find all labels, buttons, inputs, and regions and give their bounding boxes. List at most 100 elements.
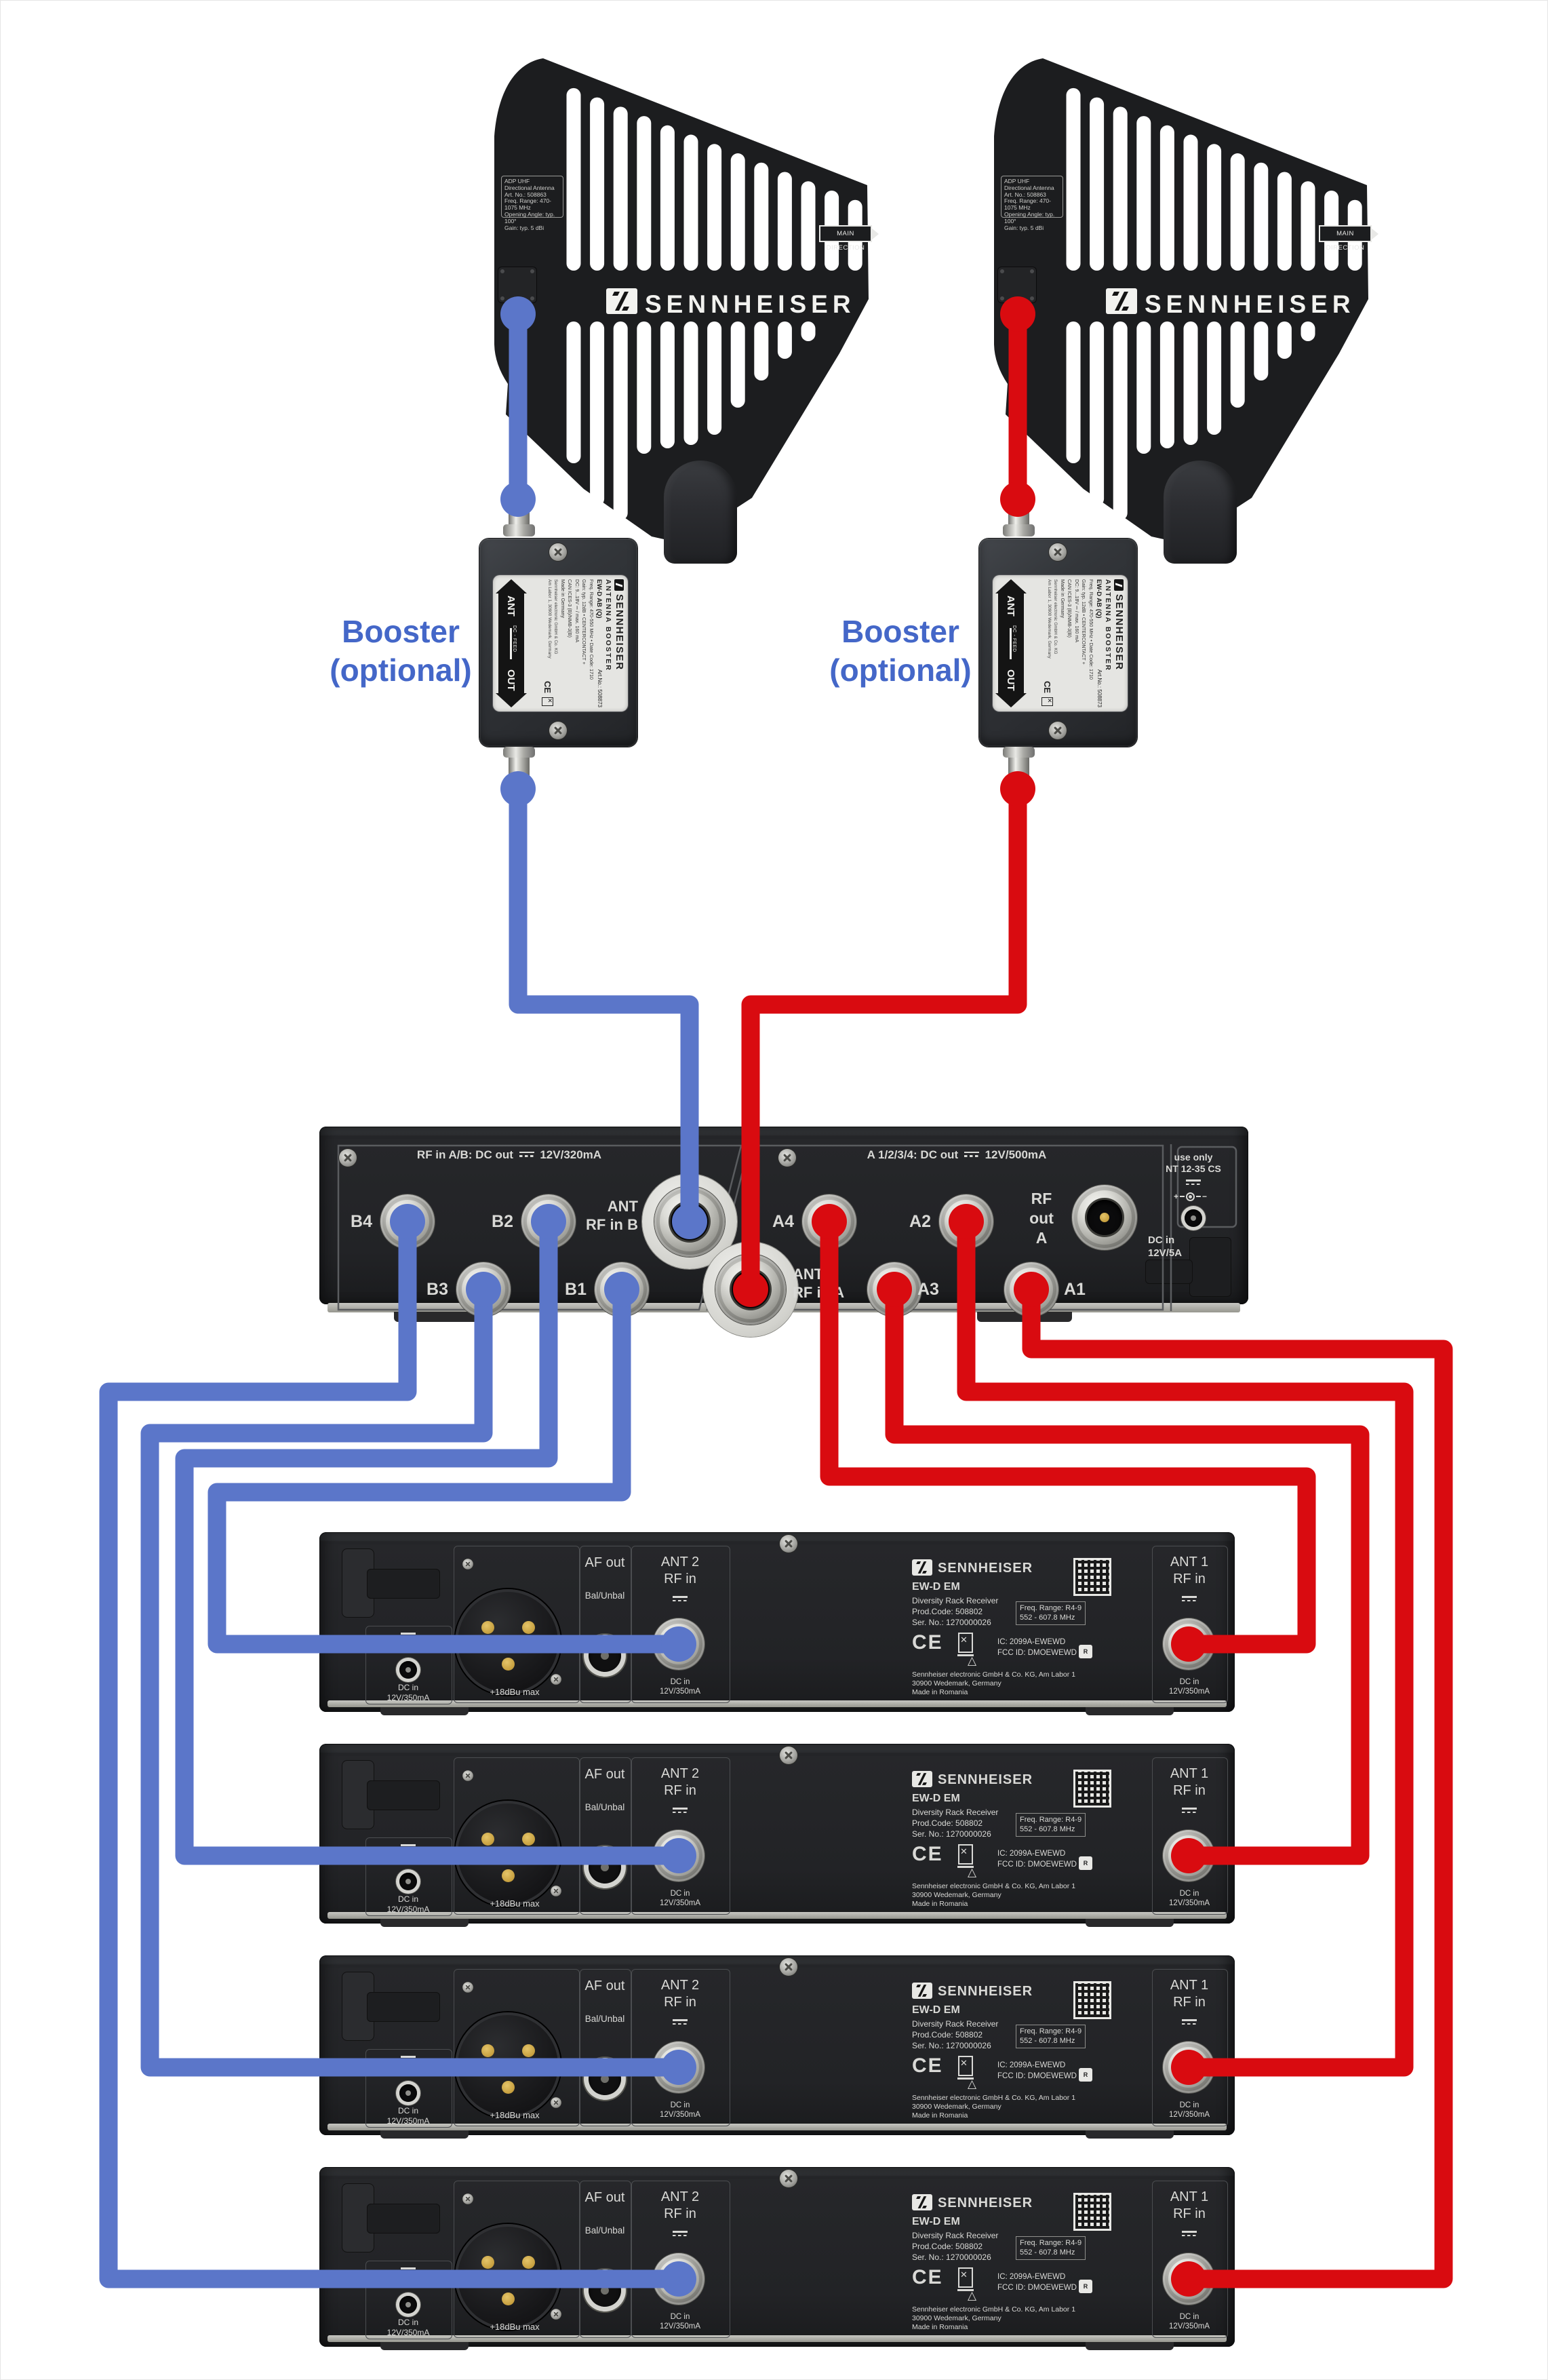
- booster-ant-flange: [503, 524, 535, 537]
- antenna-fin: [494, 58, 869, 543]
- booster-unit-2: ANT DC - FEED OUT SENNHEISER ANTENNA BOO…: [500, 1, 1547, 2379]
- xlr-pin: [522, 2256, 535, 2269]
- polarity-icon: +−: [1174, 1192, 1208, 1201]
- receiver-type: Diversity Rack Receiver: [912, 2231, 999, 2240]
- antenna-fin-shape: [494, 58, 869, 543]
- antenna-spec-line: ADP UHF: [1004, 178, 1030, 184]
- antenna-slot: [754, 162, 769, 271]
- booster-screw-icon: [549, 543, 567, 561]
- receiver-foot: [1086, 2342, 1174, 2350]
- antenna-slot: [1254, 321, 1269, 381]
- band-line: [510, 628, 512, 659]
- antenna-slot: [777, 321, 792, 359]
- antenna-slot: [566, 87, 581, 271]
- antenna-slot: [566, 321, 581, 463]
- antenna-spec-line: Opening Angle: typ. 100°: [504, 210, 555, 225]
- antenna-slot: [1183, 134, 1198, 271]
- af-out-label: AF out: [584, 2190, 625, 2205]
- antenna-spec-line: Art. No.: 508863: [1004, 191, 1046, 198]
- antenna-slot: [613, 321, 628, 520]
- receiver-screw-icon: [780, 1535, 797, 1553]
- booster-note-line1: Booster: [841, 614, 959, 649]
- weee-icon: ✕: [957, 2267, 974, 2291]
- receiver-bottom-edge: [328, 2335, 1227, 2342]
- receiver-model: EW-D EM: [912, 2004, 960, 2016]
- booster-note-line2: (optional): [829, 652, 972, 688]
- antenna-slot: [754, 321, 769, 381]
- antenna-slot: [777, 172, 792, 271]
- antenna-slot: [637, 321, 652, 454]
- booster-note: Booster (optional): [799, 612, 1002, 690]
- antenna-slot: [801, 181, 816, 271]
- antenna-spec-line: Gain: typ. 5 dBi: [1004, 224, 1044, 231]
- power-cord-bracket: [367, 2204, 440, 2233]
- antenna-slot: [801, 321, 816, 341]
- band-out-label: OUT: [1005, 669, 1016, 691]
- antenna-spec-plate: ADP UHF Directional Antenna Art. No.: 50…: [1001, 176, 1063, 231]
- antenna-slot: [1207, 144, 1222, 271]
- antenna-slot: [1277, 172, 1292, 271]
- booster-screw-icon: [549, 722, 567, 739]
- triangle-icon: △: [968, 2289, 977, 2302]
- receiver-bottom-edge: [328, 1700, 1227, 1707]
- antenna-spec-plate: ADP UHF Directional Antenna Art. No.: 50…: [501, 176, 563, 231]
- ant1-bnc: [1163, 2253, 1214, 2305]
- receiver-screw-icon: [780, 1747, 797, 1764]
- receiver-bottom-edge: [328, 2124, 1227, 2130]
- dc-symbol-icon: [1186, 1179, 1201, 1186]
- antenna-slot: [1301, 321, 1315, 341]
- antenna-slot: [1136, 116, 1151, 271]
- dc-symbol-icon: [673, 2231, 688, 2237]
- triangle-icon: △: [968, 2077, 977, 2090]
- antenna-spec-line: Opening Angle: typ. 100°: [1004, 210, 1055, 225]
- xlr-screw-icon: [551, 2309, 561, 2320]
- antenna-brand-text: SENNHEISER: [645, 290, 856, 318]
- booster-label-plate: ANT DC - FEED OUT SENNHEISER ANTENNA BOO…: [993, 575, 1128, 711]
- antenna-mount-cylinder: [664, 461, 737, 564]
- xlr-screw-icon: [462, 2193, 473, 2204]
- sennheiser-logo-icon: [1106, 288, 1137, 314]
- antenna-slot: [1113, 321, 1128, 520]
- antenna-slot: [1254, 162, 1269, 271]
- antenna-unit-2: ADP UHF Directional Antenna Art. No.: 50…: [500, 1, 1547, 2379]
- antenna-slot: [1183, 321, 1198, 445]
- booster-note-line1: Booster: [342, 614, 460, 649]
- af-out-jack: [589, 2274, 621, 2307]
- band-out-label: OUT: [505, 669, 517, 691]
- rf-out-pin: [1100, 1213, 1109, 1222]
- booster-ant-flange: [1003, 524, 1035, 537]
- antenna-slot: [590, 97, 605, 271]
- antenna-slot: [660, 321, 675, 448]
- antenna-slot: [1230, 321, 1245, 408]
- ce-mark: CE: [912, 2266, 943, 2288]
- booster-note-line2: (optional): [330, 652, 472, 688]
- booster-ant-out-band: ANT DC - FEED OUT: [995, 579, 1027, 707]
- ant2-bnc: [653, 2253, 704, 2305]
- xlr-pin: [481, 2256, 494, 2269]
- booster-note: Booster (optional): [299, 612, 502, 690]
- antenna-mount-cylinder: [1164, 461, 1237, 564]
- band-ant-label: ANT: [505, 596, 517, 617]
- booster-label-plate: ANT DC - FEED OUT SENNHEISER ANTENNA BOO…: [493, 575, 628, 711]
- main-direction-tag: MAIN DIRECTION: [819, 225, 879, 252]
- antenna-slot: [1113, 106, 1128, 271]
- xlr-level-label: +18dBu max: [490, 2322, 540, 2332]
- booster-out-flange: [503, 747, 535, 758]
- dc-symbol-icon: [401, 2267, 416, 2274]
- receiver-address: Sennheiser electronic GmbH & Co. KG, Am …: [912, 2305, 1076, 2331]
- qr-code: [1073, 2193, 1111, 2231]
- antenna-slot: [1066, 321, 1081, 463]
- antenna-slot: [707, 144, 722, 271]
- sennheiser-logo-icon: [912, 2194, 932, 2210]
- band-line: [1010, 628, 1012, 659]
- polarity-icon: +−: [391, 2279, 420, 2287]
- antenna-spec-line: Art. No.: 508863: [504, 191, 547, 198]
- antenna-spec-line: ADP UHF: [504, 178, 530, 184]
- receiver-foot: [380, 2342, 469, 2350]
